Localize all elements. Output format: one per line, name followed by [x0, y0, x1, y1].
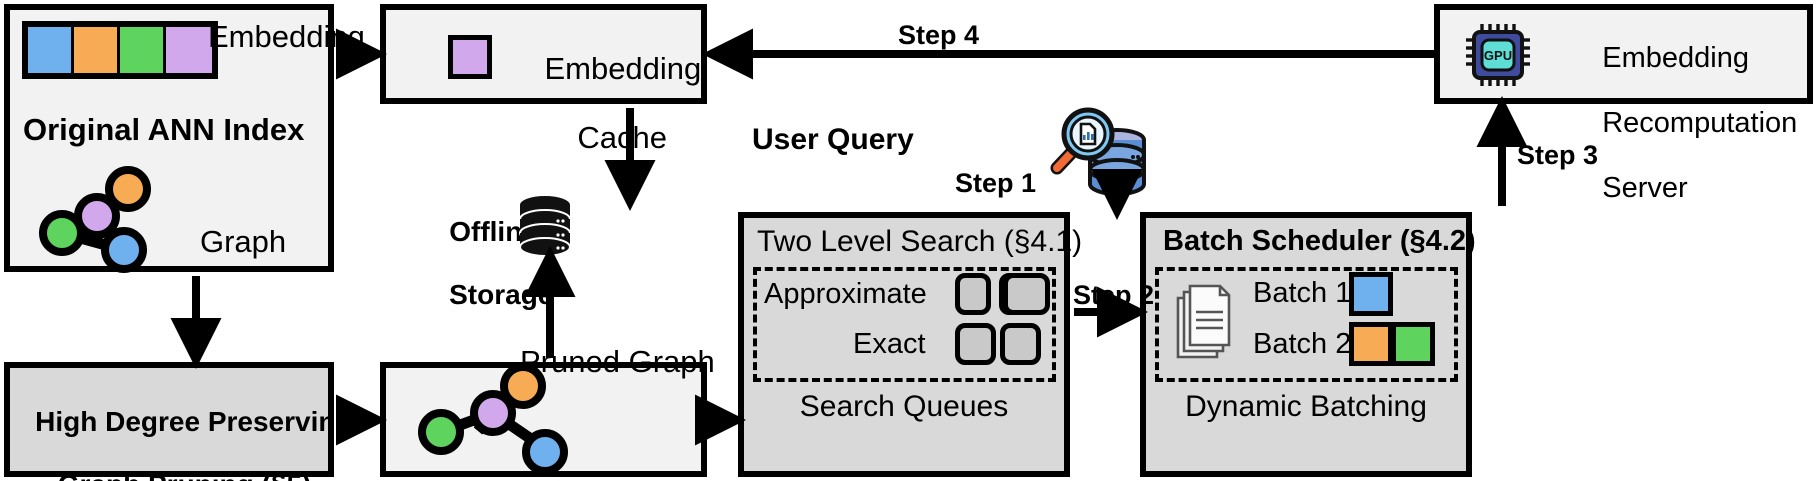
- pruned-graph-label: Pruned Graph: [520, 344, 715, 379]
- query-search-database-icon: [1050, 107, 1146, 196]
- embedding-label: Embedding: [208, 19, 365, 54]
- recomputation-server-line2: Recomputation: [1602, 107, 1798, 140]
- graph-pruning-box: [4, 362, 334, 477]
- batch-scheduler-title: Batch Scheduler (§4.2): [1163, 225, 1476, 257]
- offline-storage-line2: Storage: [449, 279, 554, 311]
- recomputation-server-title: Embedding Recomputation Server: [1570, 10, 1797, 237]
- approximate-slot-1[interactable]: [955, 273, 991, 315]
- step-4-label: Step 4: [898, 20, 980, 50]
- exact-row-label: Exact: [853, 328, 926, 360]
- graph-pruning-line2: Graph Pruning (§5): [58, 469, 312, 481]
- step-1-label: Step 1: [955, 168, 1037, 198]
- embedding-cell-blue: [28, 27, 74, 73]
- graph-pruning-line1: High Degree Preserving: [35, 406, 353, 438]
- embedding-cache-title-line1: Embedding: [544, 50, 702, 86]
- search-queues-footer: Search Queues: [799, 390, 1009, 423]
- graph-pruning-title: High Degree Preserving Graph Pruning (§5…: [4, 375, 352, 481]
- embedding-strip-icon: [22, 21, 218, 79]
- step-3-label: Step 3: [1517, 140, 1599, 170]
- approximate-row-label: Approximate: [764, 278, 927, 310]
- batch-1-label: Batch 1: [1253, 277, 1352, 309]
- embedding-cache-title-line2: Cache: [577, 120, 668, 156]
- batch-2-label: Batch 2: [1253, 328, 1352, 360]
- dynamic-batching-dashed-region: [1155, 267, 1458, 382]
- batch-1-item-blue: [1349, 272, 1393, 316]
- recomputation-server-line3: Server: [1602, 172, 1688, 205]
- offline-storage-label: Offline Storage: [418, 185, 553, 342]
- embedding-cache-title: Embedding Cache: [510, 17, 702, 191]
- embedding-cell-purple: [166, 27, 212, 73]
- offline-storage-line1: Offline: [449, 216, 538, 248]
- dynamic-batching-footer: Dynamic Batching: [1185, 390, 1427, 423]
- user-query-label: User Query: [752, 123, 914, 156]
- embedding-cache-swatch-icon: [448, 35, 492, 79]
- graph-label: Graph: [200, 224, 287, 259]
- original-ann-index-title: Original ANN Index: [23, 112, 305, 147]
- two-level-search-title: Two Level Search (§4.1): [757, 225, 1083, 258]
- recomputation-server-line1: Embedding: [1602, 42, 1749, 75]
- exact-slot-2[interactable]: [1000, 323, 1041, 365]
- search-queues-dashed-region: [753, 267, 1056, 382]
- exact-slot-1[interactable]: [955, 323, 996, 365]
- embedding-cell-orange: [74, 27, 120, 73]
- approximate-slot-3[interactable]: [1003, 273, 1050, 315]
- batch-2-item-green: [1391, 322, 1435, 366]
- batch-2-item-orange: [1349, 322, 1393, 366]
- step-2-label: Step 2: [1073, 280, 1155, 310]
- embedding-cell-green: [120, 27, 166, 73]
